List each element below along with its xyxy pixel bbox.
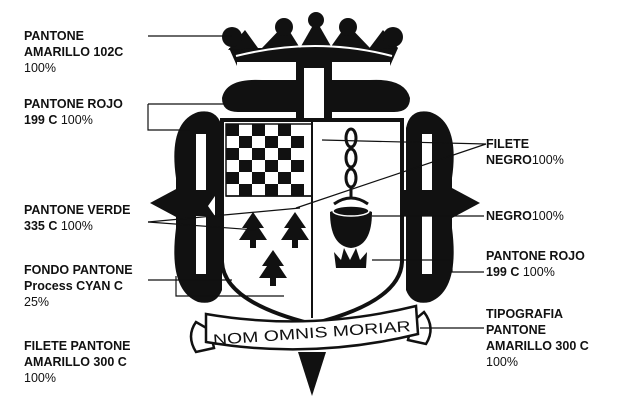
- leader-green-2: [147, 207, 301, 223]
- label-tipografia: TIPOGRAFIA PANTONE AMARILLO 300 C 100%: [486, 307, 589, 369]
- leader-filete-negro-2: [321, 139, 487, 145]
- label-filete-negro: FILETE NEGRO100%: [486, 137, 564, 167]
- leader-green-1: [147, 221, 257, 231]
- label-pantone-red-199c-left: PANTONE ROJO 199 C 100%: [24, 97, 123, 127]
- label-negro: NEGRO100%: [486, 209, 564, 223]
- leader-filete-yellow: [175, 276, 284, 297]
- leader-lines: [147, 35, 487, 329]
- label-pantone-green-335c: PANTONE VERDE 335 C 100%: [24, 203, 131, 233]
- checkerboard: [226, 124, 304, 196]
- leader-red-right: [372, 259, 484, 273]
- label-pantone-red-199c-right: PANTONE ROJO 199 C 100%: [486, 249, 585, 279]
- cauldron: [330, 196, 372, 248]
- flames: [334, 248, 367, 268]
- chain: [344, 127, 358, 198]
- right-cross-arm: [398, 111, 480, 303]
- leader-red-left: [147, 104, 190, 131]
- left-cross-arm: [150, 111, 228, 303]
- bottom-spike: [298, 352, 326, 396]
- label-pantone-yellow-102c: PANTONE AMARILLO 102C 100%: [24, 29, 124, 75]
- motto-ribbon: NOM OMNIS MORIAR: [189, 304, 432, 354]
- crown: [222, 12, 403, 67]
- label-filete-yellow-300c: FILETE PANTONE AMARILLO 300 C 100%: [24, 339, 131, 385]
- crown-band: [229, 48, 398, 66]
- leader-filete-negro-1: [295, 143, 487, 209]
- label-fondo-cyan: FONDO PANTONE Process CYAN C 25%: [24, 263, 133, 309]
